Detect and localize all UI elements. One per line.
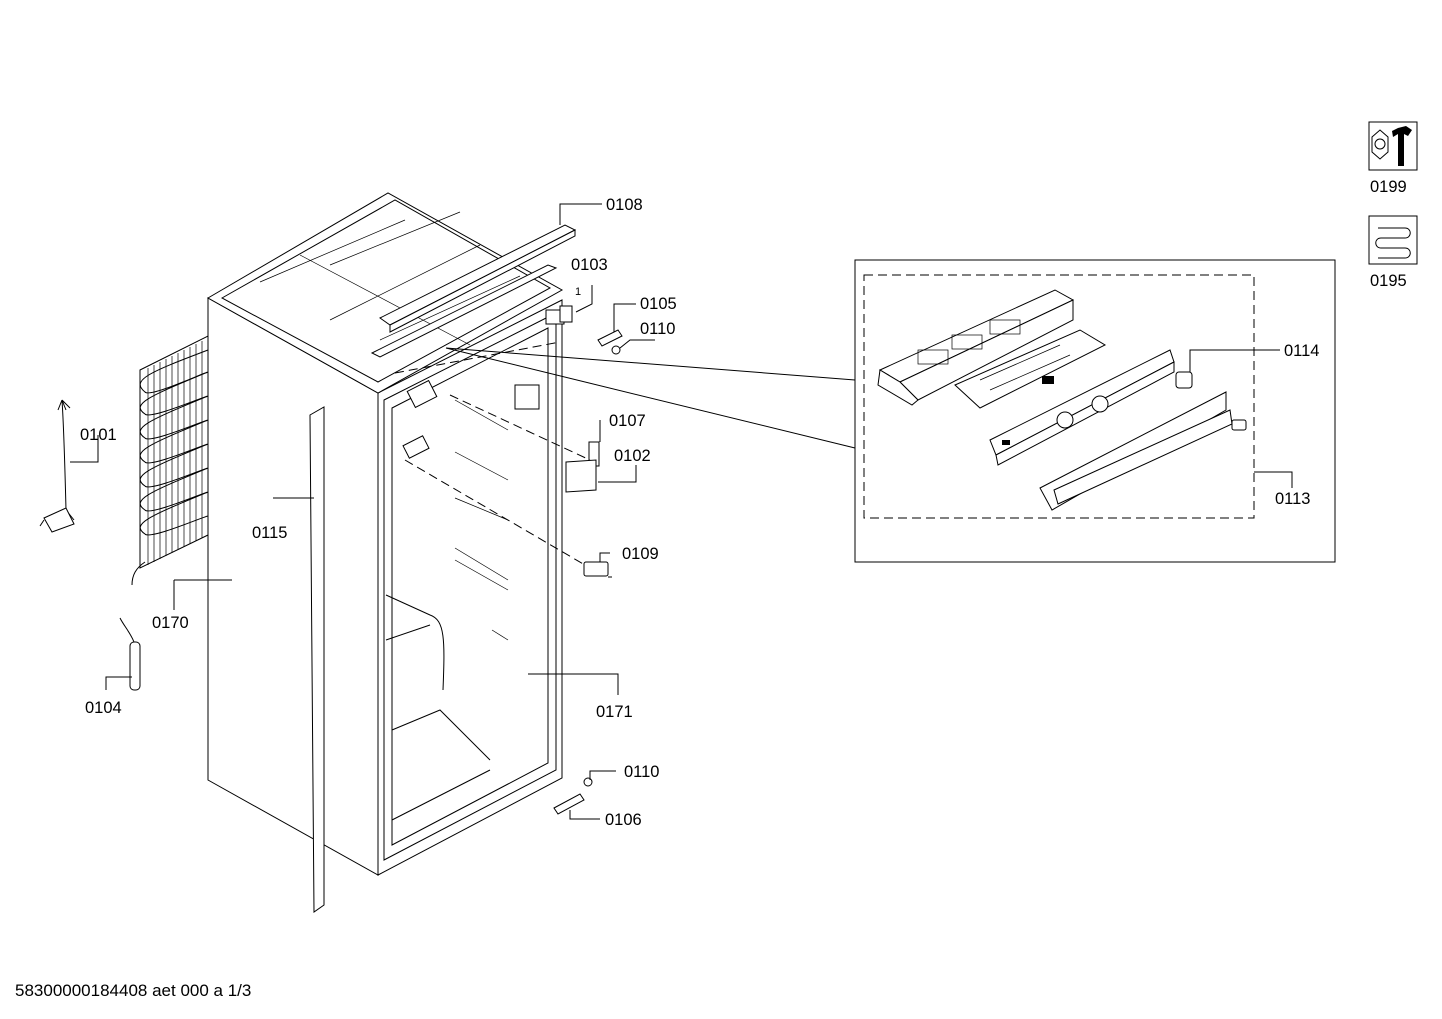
- service-icon-tools: 0199: [1368, 121, 1418, 196]
- callout-0115: 0115: [252, 524, 287, 542]
- callout-0102: 0102: [614, 447, 651, 465]
- top-rail: [370, 224, 577, 358]
- callout-0114: 0114: [1284, 342, 1319, 360]
- leader-lines: [70, 203, 1293, 820]
- callout-0110-bottom: 0110: [624, 763, 659, 781]
- condenser-coil: [131, 335, 209, 586]
- callout-0103: 0103: [571, 256, 608, 274]
- callout-0170: 0170: [152, 614, 189, 632]
- power-cord: [39, 399, 75, 533]
- door-seal-strip: [309, 406, 325, 913]
- lamp-holder-0109: [583, 561, 609, 577]
- callout-0105: 0105: [640, 295, 677, 313]
- callout-0113: 0113: [1275, 490, 1310, 508]
- cabinet-body: [206, 192, 564, 876]
- projection-line-bottom: [445, 347, 856, 449]
- callout-0103-sub: 1: [575, 286, 581, 298]
- callout-0171: 0171: [596, 703, 633, 721]
- callout-0104: 0104: [85, 699, 122, 717]
- callout-0107: 0107: [609, 412, 646, 430]
- temperature-sensor: [119, 617, 141, 691]
- service-label-0195: 0195: [1370, 272, 1407, 290]
- connector-0103: [545, 305, 573, 325]
- service-label-0199: 0199: [1370, 178, 1407, 196]
- cover-plate-0102: [565, 459, 597, 493]
- callout-0106: 0106: [605, 811, 642, 829]
- control-panel-detail: [854, 259, 1336, 563]
- service-icon-heating: 0195: [1368, 215, 1418, 290]
- callout-0108: 0108: [606, 196, 643, 214]
- callout-labels: 0108 0103 1 0105 0110 0101 0107 0102 011…: [80, 196, 1319, 829]
- assembly-guide-lines: [394, 341, 591, 566]
- callout-0110-top: 0110: [640, 320, 675, 338]
- document-id: 58300000184408 aet 000 a 1/3: [15, 981, 252, 1000]
- heating-coil-icon: [1375, 227, 1411, 259]
- hinge-bracket-top: [597, 329, 623, 355]
- projection-line-top: [445, 347, 856, 381]
- callout-0109: 0109: [622, 545, 659, 563]
- callout-0101: 0101: [80, 426, 117, 444]
- wrench-nut-icon: [1371, 126, 1412, 166]
- hinge-bracket-bottom: [553, 777, 593, 815]
